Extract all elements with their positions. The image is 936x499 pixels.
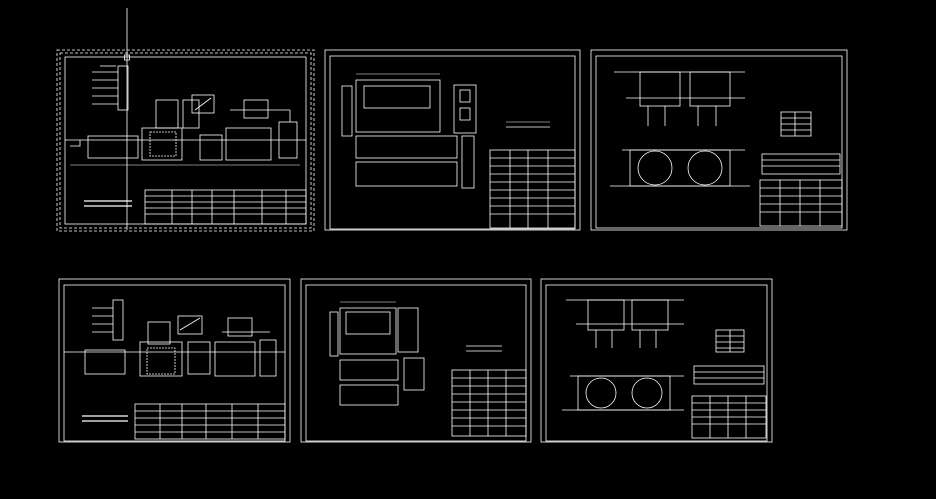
sheet-1-border bbox=[64, 56, 307, 225]
sheet-5[interactable] bbox=[300, 278, 532, 443]
sheet-3-parts-table bbox=[761, 111, 841, 175]
crosshair-cursor-icon bbox=[124, 8, 130, 230]
sheet-5-frame[interactable] bbox=[300, 278, 532, 443]
sheet-6-elevation bbox=[566, 299, 684, 348]
sheet-5-plan bbox=[329, 301, 425, 406]
sheet-4-border bbox=[63, 284, 286, 442]
sheet-4-process-flow bbox=[64, 315, 285, 377]
sheet-4-legend bbox=[92, 299, 124, 341]
sheet-3-plan-view bbox=[610, 149, 750, 187]
sheet-4-frame[interactable] bbox=[58, 278, 291, 443]
sheet-1-process-flow bbox=[65, 94, 306, 166]
sheet-6-plan-view bbox=[562, 375, 684, 411]
sheet-2-frame[interactable] bbox=[324, 49, 581, 231]
sheet-1-frame-inner bbox=[59, 52, 312, 229]
sheet-5-note-lines bbox=[466, 345, 502, 352]
sheet-2-border bbox=[329, 55, 576, 230]
sheet-5-title-block bbox=[451, 369, 527, 437]
sheet-3-frame[interactable] bbox=[590, 49, 848, 231]
sheet-4[interactable] bbox=[58, 278, 291, 443]
sheet-1[interactable] bbox=[56, 49, 315, 232]
sheet-1-title-block bbox=[144, 189, 307, 225]
sheet-3-title-block bbox=[759, 179, 843, 227]
sheet-2-note-lines bbox=[506, 121, 550, 128]
sheet-6-parts-table bbox=[693, 329, 765, 385]
sheet-2-title-block bbox=[489, 149, 576, 229]
sheet-2-plan bbox=[341, 73, 477, 189]
sheet-6-title-block bbox=[691, 395, 767, 439]
sheet-4-title-block bbox=[134, 403, 286, 440]
sheet-6-frame[interactable] bbox=[540, 278, 773, 443]
sheet-5-border bbox=[305, 284, 527, 442]
sheet-1-legend bbox=[92, 65, 129, 111]
sheet-3-elevation bbox=[614, 71, 745, 126]
sheet-2[interactable] bbox=[324, 49, 581, 231]
sheet-6[interactable] bbox=[540, 278, 773, 443]
sheet-3-border bbox=[595, 55, 843, 229]
sheet-1-frame-outer[interactable] bbox=[56, 49, 315, 232]
sheet-3[interactable] bbox=[590, 49, 848, 231]
sheet-6-border bbox=[545, 284, 768, 442]
sheet-4-notes bbox=[82, 415, 128, 422]
sheet-1-notes bbox=[84, 200, 132, 207]
